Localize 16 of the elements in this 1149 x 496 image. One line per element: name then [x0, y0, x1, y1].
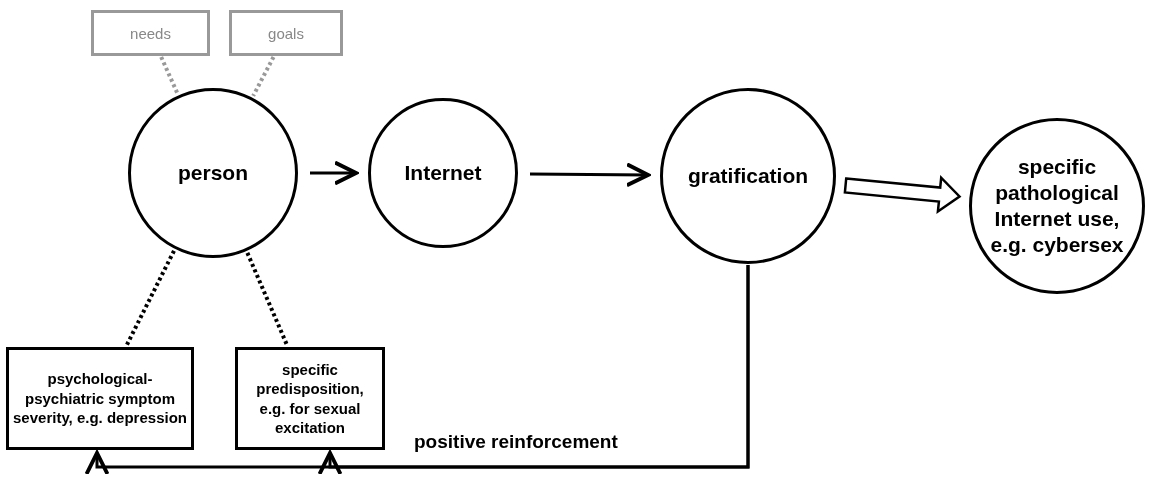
gratification-circle: gratification	[660, 88, 836, 264]
needs-box: needs	[91, 10, 210, 56]
arrow	[317, 265, 750, 476]
dotted-line	[251, 56, 276, 97]
factor-box: specific predisposition, e.g. for sexual excitation	[235, 347, 385, 450]
dotted-line	[159, 56, 180, 95]
goals-box: goals	[229, 10, 343, 56]
arrow	[530, 162, 650, 188]
dotted-line	[124, 249, 176, 347]
arrow	[310, 160, 358, 186]
dotted-line	[245, 252, 290, 347]
person-circle: person	[128, 88, 298, 258]
outcome-circle: specific pathological Internet use, e.g. cybersex	[969, 118, 1145, 294]
block-arrow	[843, 174, 962, 215]
internet-circle: Internet	[368, 98, 518, 248]
factor-box: psychological-psychiatric symptom severity, e.g. depression	[6, 347, 194, 450]
